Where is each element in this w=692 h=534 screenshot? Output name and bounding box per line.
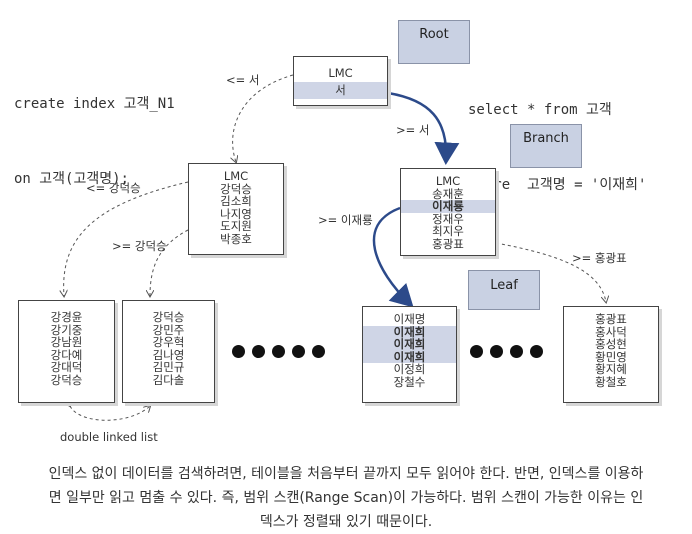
branch-right-row: 홍광표 <box>432 236 464 251</box>
branch-left-row: LMC <box>223 169 249 183</box>
caption-line: 인덱스 없이 데이터를 검색하려면, 테이블을 처음부터 끝까지 모두 읽어야 … <box>48 466 644 482</box>
branch-node-left: LMC 강덕승 김소희 나지영 도지원 박종호 <box>188 163 284 255</box>
leaf3-row-highlight: 이재희 <box>363 325 456 339</box>
root-node: LMC 서 <box>293 56 388 106</box>
leaf3-row: 이정희 <box>393 362 426 377</box>
branch-right-row-highlight: 이재룡 <box>401 200 495 213</box>
edge-label-branch-left-left: <= 강덕승 <box>86 181 141 195</box>
leaf1-row: 강기중 <box>50 322 83 337</box>
branch-right-row: 송재훈 <box>432 186 464 201</box>
leaf2-row: 강민주 <box>152 322 185 337</box>
branch-left-row: 강덕승 <box>220 181 252 196</box>
dot <box>272 345 285 358</box>
double-linked-list-label: double linked list <box>60 430 158 444</box>
edge-label-root-right: >= 서 <box>396 123 430 137</box>
code-right-line1: select * from 고객 <box>468 102 612 118</box>
leaf4-row: 홍광표 <box>595 312 627 326</box>
leaf4-row: 황지혜 <box>595 362 627 377</box>
edge-label-branch-right-right: >= 홍광표 <box>572 251 627 265</box>
create-index-code: create index 고객_N1 on 고객(고객명); <box>14 42 175 217</box>
root-row: LMC <box>328 66 353 80</box>
leaf3-row: 이재명 <box>393 312 426 326</box>
leaf-node-2: 강덕승 강민주 강우혁 김나영 김민규 김다솔 <box>122 300 215 403</box>
code-left-line2: on 고객(고객명); <box>14 171 129 187</box>
leaf2-row: 김다솔 <box>152 372 185 387</box>
dot <box>292 345 305 358</box>
leaf-callout-label: Leaf <box>490 278 518 293</box>
branch-node-right: LMC 송재훈 이재룡 정재우 최지우 홍광표 <box>400 168 496 256</box>
leaf1-row: 강경윤 <box>50 310 83 324</box>
branch-left-row: 김소희 <box>220 194 252 209</box>
branch-right-row: LMC <box>435 174 461 188</box>
edge-label-root-left: <= 서 <box>226 73 260 87</box>
dot <box>530 345 543 358</box>
code-left-line1: create index 고객_N1 <box>14 96 175 112</box>
leaf1-row: 강덕승 <box>50 372 83 387</box>
leaf2-row: 강우혁 <box>152 335 185 350</box>
leaf-node-3: 이재명 이재희 이재희 이재희 이정희 장철수 <box>362 306 457 403</box>
branch-callout: Branch <box>510 124 582 168</box>
dot <box>252 345 265 358</box>
caption-line: 덱스가 정렬돼 있기 때문이다. <box>259 514 433 530</box>
leaf2-row: 김민규 <box>152 360 185 375</box>
branch-left-row: 도지원 <box>220 219 252 234</box>
leaf3-row: 장철수 <box>393 374 426 389</box>
dot <box>470 345 483 358</box>
leaf4-row: 홍사덕 <box>595 324 627 339</box>
leaf4-row: 홍성현 <box>595 337 627 352</box>
branch-left-row: 박종호 <box>220 231 252 246</box>
branch-left-row: 나지영 <box>220 206 252 221</box>
leaf-node-4: 홍광표 홍사덕 홍성현 황민영 황지혜 황철호 <box>563 306 659 403</box>
leaf1-row: 강다예 <box>50 347 83 362</box>
leaf1-row: 강남원 <box>50 335 83 350</box>
branch-callout-label: Branch <box>523 131 569 146</box>
leaf2-row: 강덕승 <box>152 310 185 324</box>
caption: 인덱스 없이 데이터를 검색하려면, 테이블을 처음부터 끝까지 모두 읽어야 … <box>0 462 692 534</box>
dot <box>510 345 523 358</box>
branch-right-row: 최지우 <box>432 224 464 239</box>
root-callout: Root <box>398 20 470 64</box>
leaf-node-1: 강경윤 강기중 강남원 강다예 강대덕 강덕승 <box>18 300 115 403</box>
root-callout-label: Root <box>419 27 449 42</box>
edge-label-branch-right-left: >= 이재룡 <box>318 213 373 227</box>
root-row: 서 <box>294 82 387 99</box>
leaf3-row-highlight: 이재희 <box>363 338 456 351</box>
leaf3-row-highlight: 이재희 <box>363 351 456 364</box>
caption-line: 면 일부만 읽고 멈출 수 있다. 즉, 범위 스캔(Range Scan)이 … <box>48 490 644 506</box>
dot <box>312 345 325 358</box>
branch-right-row: 정재우 <box>432 211 464 226</box>
dot <box>232 345 245 358</box>
leaf1-row: 강대덕 <box>50 360 83 375</box>
leaf-callout: Leaf <box>468 270 540 310</box>
dot <box>490 345 503 358</box>
leaf4-row: 황민영 <box>595 349 627 364</box>
ellipsis-dots-right <box>470 345 543 358</box>
ellipsis-dots-left <box>232 345 325 358</box>
leaf4-row: 황철호 <box>595 374 627 389</box>
leaf2-row: 김나영 <box>152 347 185 362</box>
edge-label-branch-left-right: >= 강덕승 <box>112 239 167 253</box>
